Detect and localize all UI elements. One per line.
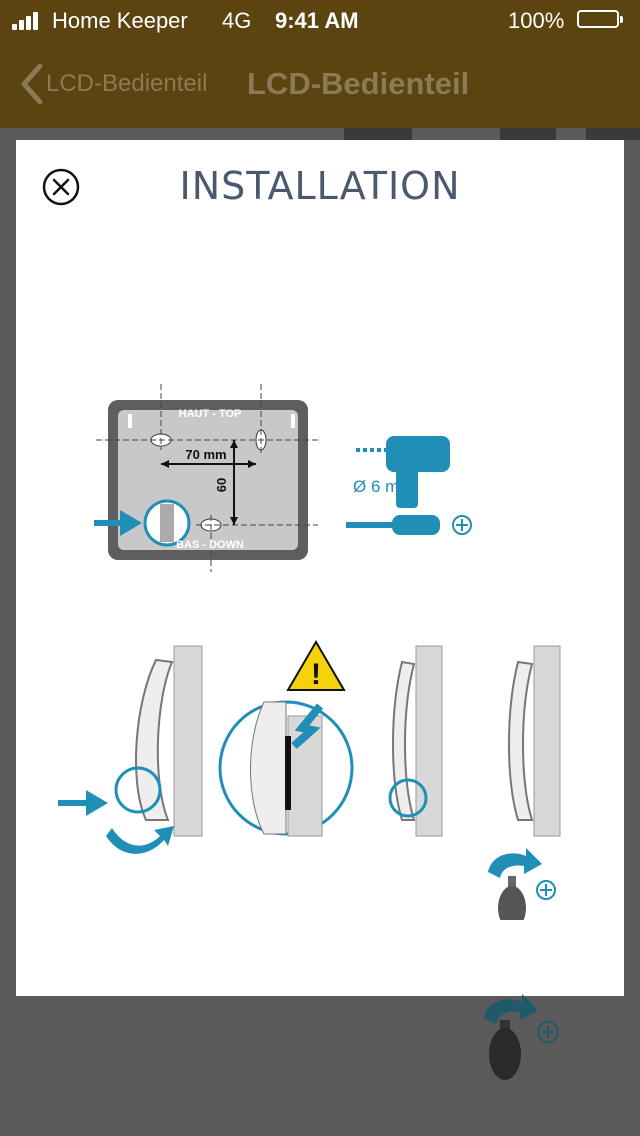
nav-bar: LCD-Bedienteil LCD-Bedienteil (0, 40, 640, 128)
status-bar: Home Keeper 4G 9:41 AM 100% (0, 0, 640, 40)
label-bottom: BAS - DOWN (176, 539, 244, 551)
label-top: HAUT - TOP (179, 408, 242, 420)
screwdriver-icon (346, 515, 472, 535)
mounting-plate: HAUT - TOP BAS - DOWN 70 mm 60 (94, 384, 318, 572)
modal-title: INSTALLATION (179, 164, 461, 208)
network-type: 4G (222, 8, 252, 33)
chevron-left-icon (21, 63, 43, 105)
step-4-illustration (488, 645, 561, 920)
background-image-fragment (500, 128, 556, 140)
height-dimension: 60 (214, 478, 229, 492)
step-3-illustration (388, 645, 443, 837)
step-2-illustration: ! (218, 640, 354, 837)
background-image-fragment (586, 128, 640, 140)
step-1-illustration (58, 645, 203, 854)
width-dimension: 70 mm (185, 447, 226, 462)
back-label: LCD-Bedienteil (46, 70, 208, 97)
battery-icon (577, 10, 623, 28)
close-icon[interactable] (42, 168, 80, 206)
drill-icon (356, 436, 450, 508)
drill-size: Ø 6 mm (353, 477, 413, 496)
installation-diagram: HAUT - TOP BAS - DOWN 70 mm 60 Ø 6 mm (58, 384, 561, 920)
carrier-name: Home Keeper (52, 8, 188, 33)
svg-text:!: ! (311, 658, 321, 691)
back-button[interactable]: LCD-Bedienteil (16, 62, 207, 106)
installation-modal: INSTALLATION HAUT - TOP BAS - DOWN 70 mm… (16, 140, 624, 996)
background-screwdriver-icon (484, 994, 559, 1080)
signal-icon (12, 12, 40, 30)
battery-percent: 100% (508, 8, 565, 33)
page-title: LCD-Bedienteil (247, 66, 470, 101)
clock: 9:41 AM (275, 8, 359, 33)
background-image-fragment (344, 128, 412, 140)
